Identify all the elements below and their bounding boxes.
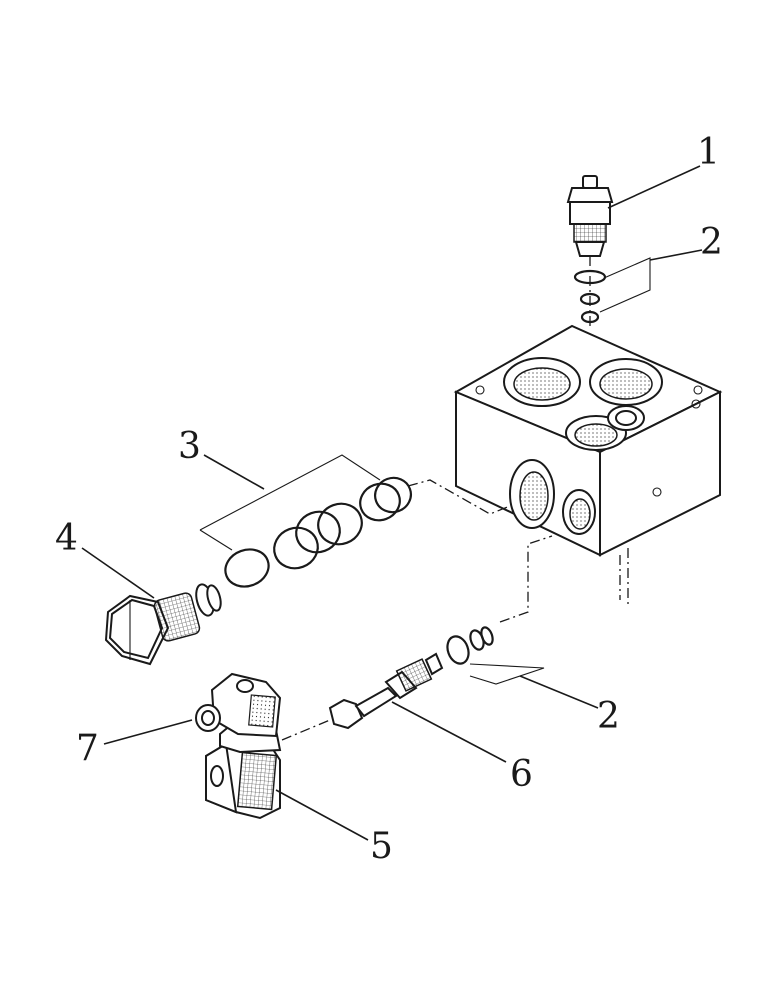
callout-7: 7 [76,728,99,769]
manifold-block [453,324,723,606]
cartridge-valve-1 [566,175,614,330]
seal-set-3 [199,454,511,588]
solenoid-stem-6 [328,652,444,730]
seal-set-2-top [573,257,651,324]
callout-6: 6 [510,754,533,795]
callout-labels: 1 2 2 3 4 5 6 7 [55,132,723,867]
connector-7 [195,672,331,741]
callout-4: 4 [55,518,78,559]
callout-1: 1 [697,132,720,173]
relief-valve-4 [104,583,222,666]
callout-2-bottom: 2 [597,696,620,737]
callout-5: 5 [370,826,393,867]
callout-3: 3 [178,426,201,467]
callout-2-top: 2 [700,222,723,263]
solenoid-coil-5 [205,722,282,820]
leader-lines [81,165,703,841]
seal-set-2-bottom [446,535,553,685]
